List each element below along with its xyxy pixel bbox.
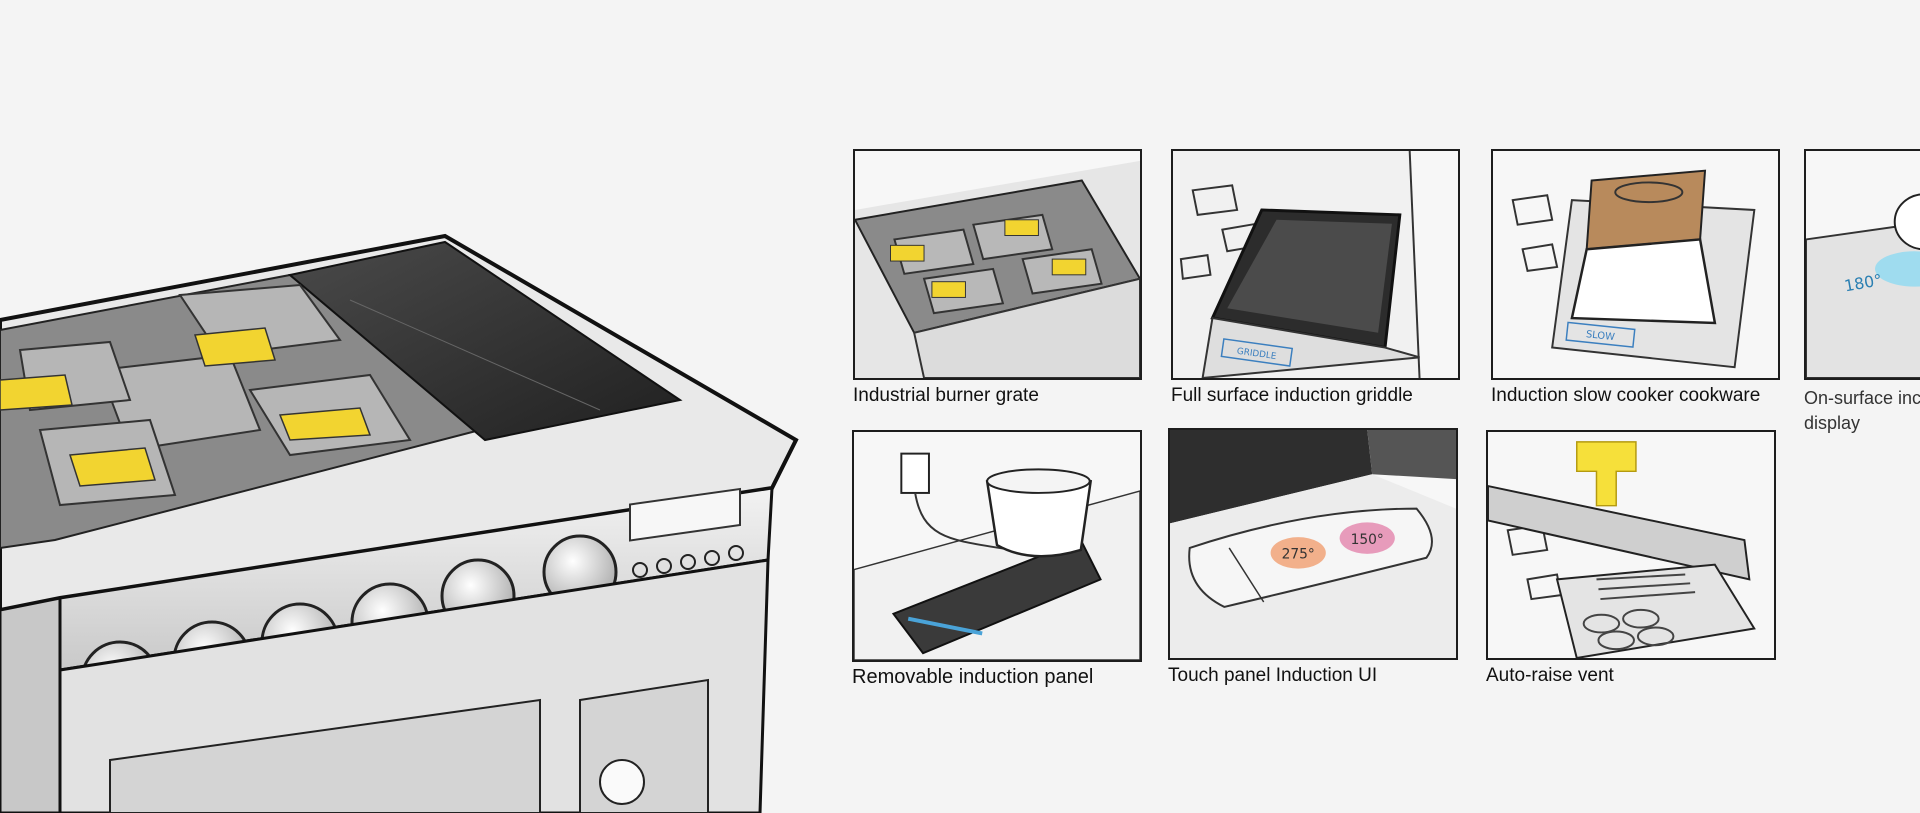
caption-grate: Industrial burner grate bbox=[853, 385, 1039, 406]
thumb-vent bbox=[1486, 430, 1776, 660]
slow-mark: SLOW bbox=[1585, 329, 1615, 343]
caption-touch: Touch panel Induction UI bbox=[1168, 665, 1378, 686]
thumb-grate bbox=[853, 149, 1142, 380]
thumb-panel bbox=[852, 430, 1142, 662]
touch-temp-1: 275° bbox=[1282, 547, 1315, 563]
caption-display-line2: display bbox=[1804, 413, 1861, 433]
thumb-display: 180° bbox=[1804, 149, 1920, 380]
caption-panel: Removable induction panel bbox=[852, 666, 1094, 688]
caption-vent: Auto-raise vent bbox=[1486, 665, 1614, 686]
caption-slow: Induction slow cooker cookware bbox=[1491, 385, 1761, 406]
caption-display: On-surface inc display bbox=[1804, 386, 1920, 436]
thumb-touch: 275° 150° bbox=[1168, 428, 1458, 660]
touch-temp-2: 150° bbox=[1351, 532, 1384, 548]
range-illustration bbox=[0, 0, 800, 813]
caption-display-line1: On-surface inc bbox=[1804, 388, 1920, 408]
main-burners bbox=[0, 327, 372, 487]
thumb-slow: SLOW bbox=[1491, 149, 1780, 380]
caption-griddle: Full surface induction griddle bbox=[1171, 385, 1413, 406]
thumb-griddle: GRIDDLE bbox=[1171, 149, 1460, 380]
